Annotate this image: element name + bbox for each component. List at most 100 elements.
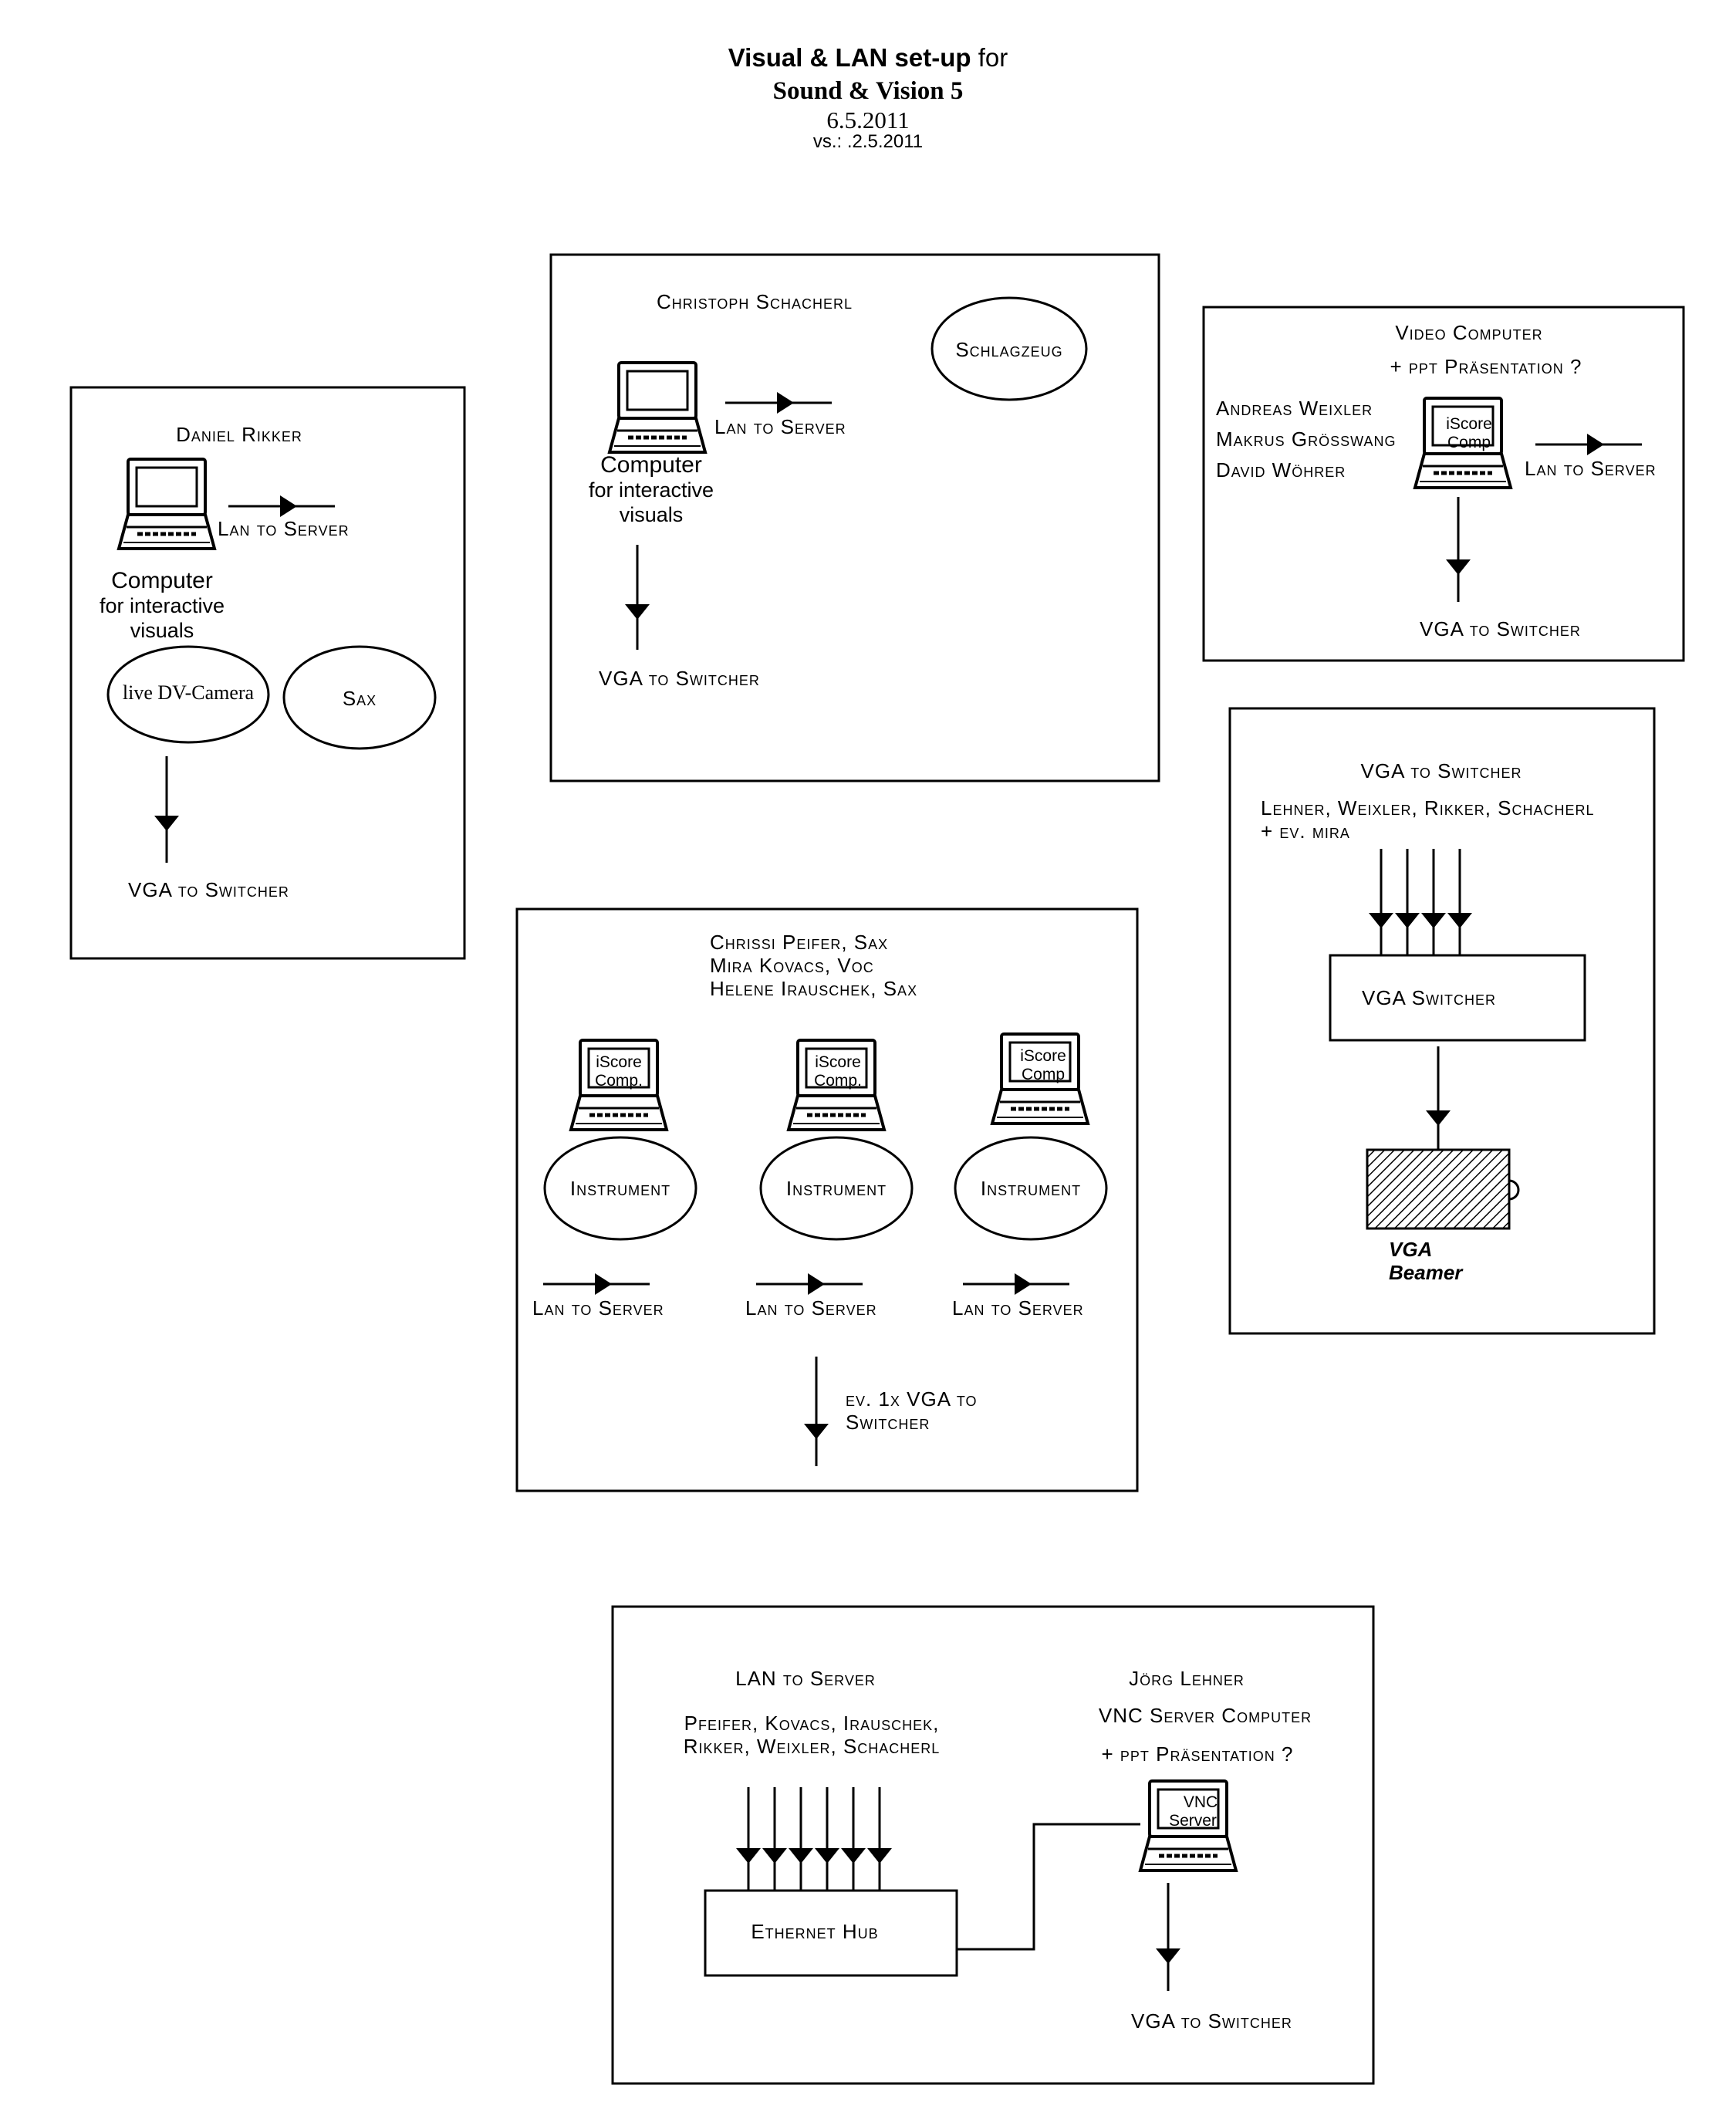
rikker-sax-ellipse (282, 645, 437, 750)
instrument-label: Instrument (981, 1177, 1081, 1200)
ethernet-hub-device (704, 1889, 958, 1977)
switcher-input-arrows (1369, 849, 1472, 955)
beamer-icon (1366, 1148, 1511, 1230)
rikker-camera-label: live DV-Camera (123, 681, 255, 704)
video-vga-arrow-icon (1446, 559, 1471, 575)
iscore-screen-line2: Comp. (595, 1072, 643, 1090)
rikker-camera-ellipse (106, 645, 270, 744)
schacherl-drums-label: Schlagzeug (955, 338, 1062, 361)
server-screen-line2: Server (1169, 1812, 1217, 1830)
beamer-label-2: Beamer (1389, 1261, 1464, 1284)
schacherl-panel: Christoph Schacherl Schlagzeug Lan to Se… (549, 253, 1160, 782)
ensemble-person-1: Chrissi Peifer, Sax (710, 931, 888, 954)
switcher-title: VGA to Switcher (1361, 759, 1522, 782)
iscore-screen-line2: Comp. (814, 1072, 862, 1090)
vga-switcher-device (1329, 954, 1586, 1042)
rikker-sax-label: Sax (343, 687, 377, 710)
schacherl-vga-arrow-icon (625, 604, 650, 620)
lan-arrow-icon (808, 1273, 825, 1295)
video-panel: Video Computer + ppt Präsentation ? Andr… (1202, 306, 1685, 662)
lan-label: Lan to Server (952, 1296, 1084, 1320)
network-box (611, 1605, 1375, 2085)
network-sources-2: Rikker, Weixler, Schacherl (684, 1735, 941, 1758)
hub-server-cable (957, 1823, 1140, 1951)
ensemble-person-3: Helene Irauschek, Sax (710, 977, 917, 1000)
ensemble-station-1: iScore Comp. Instrument Lan to Server (532, 1040, 697, 1320)
schacherl-computer-line2: for interactive (589, 478, 714, 502)
video-box (1202, 306, 1685, 662)
ensemble-vga-label-2: Switcher (846, 1411, 930, 1434)
video-person-2: Makrus Grösswang (1216, 428, 1396, 451)
video-title: Video Computer (1395, 321, 1542, 344)
diagram-title-rest: for (978, 43, 1008, 72)
video-person-3: David Wöhrer (1216, 458, 1346, 482)
schacherl-laptop-icon (610, 363, 705, 452)
iscore-screen-line1: iScore (1020, 1047, 1066, 1065)
rikker-lan-label: Lan to Server (218, 517, 350, 540)
rikker-laptop-icon (119, 459, 214, 549)
lan-label: Lan to Server (532, 1296, 664, 1320)
network-sources-1: Pfeifer, Kovacs, Irauschek, (684, 1712, 940, 1735)
video-person-1: Andreas Weixler (1216, 397, 1373, 420)
switcher-panel: VGA to Switcher Lehner, Weixler, Rikker,… (1228, 707, 1656, 1335)
video-screen-line2: Comp (1447, 434, 1491, 451)
ensemble-station-2: iScore Comp. Instrument Lan to Server (745, 1040, 914, 1320)
ensemble-vga-arrow-icon (804, 1424, 829, 1439)
video-lan-arrow-icon (1587, 434, 1604, 455)
switcher-box (1228, 707, 1656, 1335)
rikker-vga-label: VGA to Switcher (128, 878, 289, 901)
lan-arrow-icon (595, 1273, 612, 1295)
hub-input-arrows (736, 1787, 892, 1891)
rikker-lan-arrow-icon (280, 495, 297, 517)
ethernet-hub-label: Ethernet Hub (751, 1920, 878, 1943)
lan-arrow-icon (1015, 1273, 1032, 1295)
server-subtitle: + ppt Präsentation ? (1101, 1742, 1293, 1766)
schacherl-lan-label: Lan to Server (714, 415, 846, 438)
beamer-lens-icon (1508, 1179, 1520, 1201)
diagram-title: Visual & LAN set-up for (0, 43, 1736, 73)
ensemble-panel: Chrissi Peifer, Sax Mira Kovacs, Voc Hel… (515, 907, 1139, 1492)
diagram-date: 6.5.2011 (826, 106, 910, 133)
network-panel: LAN to Server Pfeifer, Kovacs, Irauschek… (611, 1605, 1375, 2085)
video-vga-label: VGA to Switcher (1420, 617, 1581, 640)
iscore-screen-line1: iScore (815, 1053, 861, 1071)
ensemble-station-3: iScore Comp Instrument Lan to Server (952, 1034, 1108, 1320)
ensemble-vga-label-1: ev. 1x VGA to (846, 1387, 978, 1411)
diagram-title-bold: Visual & LAN set-up (728, 43, 971, 72)
rikker-computer-line2: for interactive (100, 594, 225, 617)
rikker-box (69, 386, 466, 960)
video-screen-line1: iScore (1446, 415, 1492, 433)
server-vga-arrow-icon (1156, 1948, 1180, 1964)
switcher-sources: Lehner, Weixler, Rikker, Schacherl (1261, 796, 1595, 820)
instrument-ellipse (759, 1136, 914, 1241)
diagram-subtitle: Sound & Vision 5 (772, 77, 964, 105)
instrument-label: Instrument (570, 1177, 670, 1200)
schacherl-vga-label: VGA to Switcher (599, 667, 760, 690)
server-screen-line1: VNC (1184, 1793, 1218, 1811)
video-subtitle: + ppt Präsentation ? (1390, 355, 1582, 378)
rikker-computer-line3: visuals (130, 619, 194, 642)
instrument-ellipse (954, 1136, 1108, 1241)
instrument-ellipse (543, 1136, 697, 1241)
server-person: Jörg Lehner (1129, 1667, 1245, 1690)
schacherl-computer-title: Computer (600, 452, 702, 478)
schacherl-drums-ellipse (930, 296, 1088, 401)
diagram-version: vs.: .2.5.2011 (812, 131, 924, 152)
vga-switcher-label: VGA Switcher (1362, 986, 1496, 1009)
rikker-vga-arrow-icon (154, 816, 179, 831)
schacherl-computer-line3: visuals (620, 503, 684, 526)
schacherl-person: Christoph Schacherl (657, 290, 853, 313)
ensemble-box (515, 907, 1139, 1492)
lan-label: Lan to Server (745, 1296, 877, 1320)
switcher-output-arrow-icon (1426, 1110, 1451, 1126)
server-title: VNC Server Computer (1099, 1704, 1312, 1727)
schacherl-box (549, 253, 1160, 782)
iscore-screen-line2: Comp (1022, 1066, 1065, 1083)
iscore-screen-line1: iScore (596, 1053, 642, 1071)
ensemble-person-2: Mira Kovacs, Voc (710, 954, 874, 977)
instrument-label: Instrument (786, 1177, 887, 1200)
rikker-person: Daniel Rikker (176, 423, 302, 446)
rikker-computer-title: Computer (111, 568, 213, 593)
schacherl-lan-arrow-icon (777, 392, 794, 414)
